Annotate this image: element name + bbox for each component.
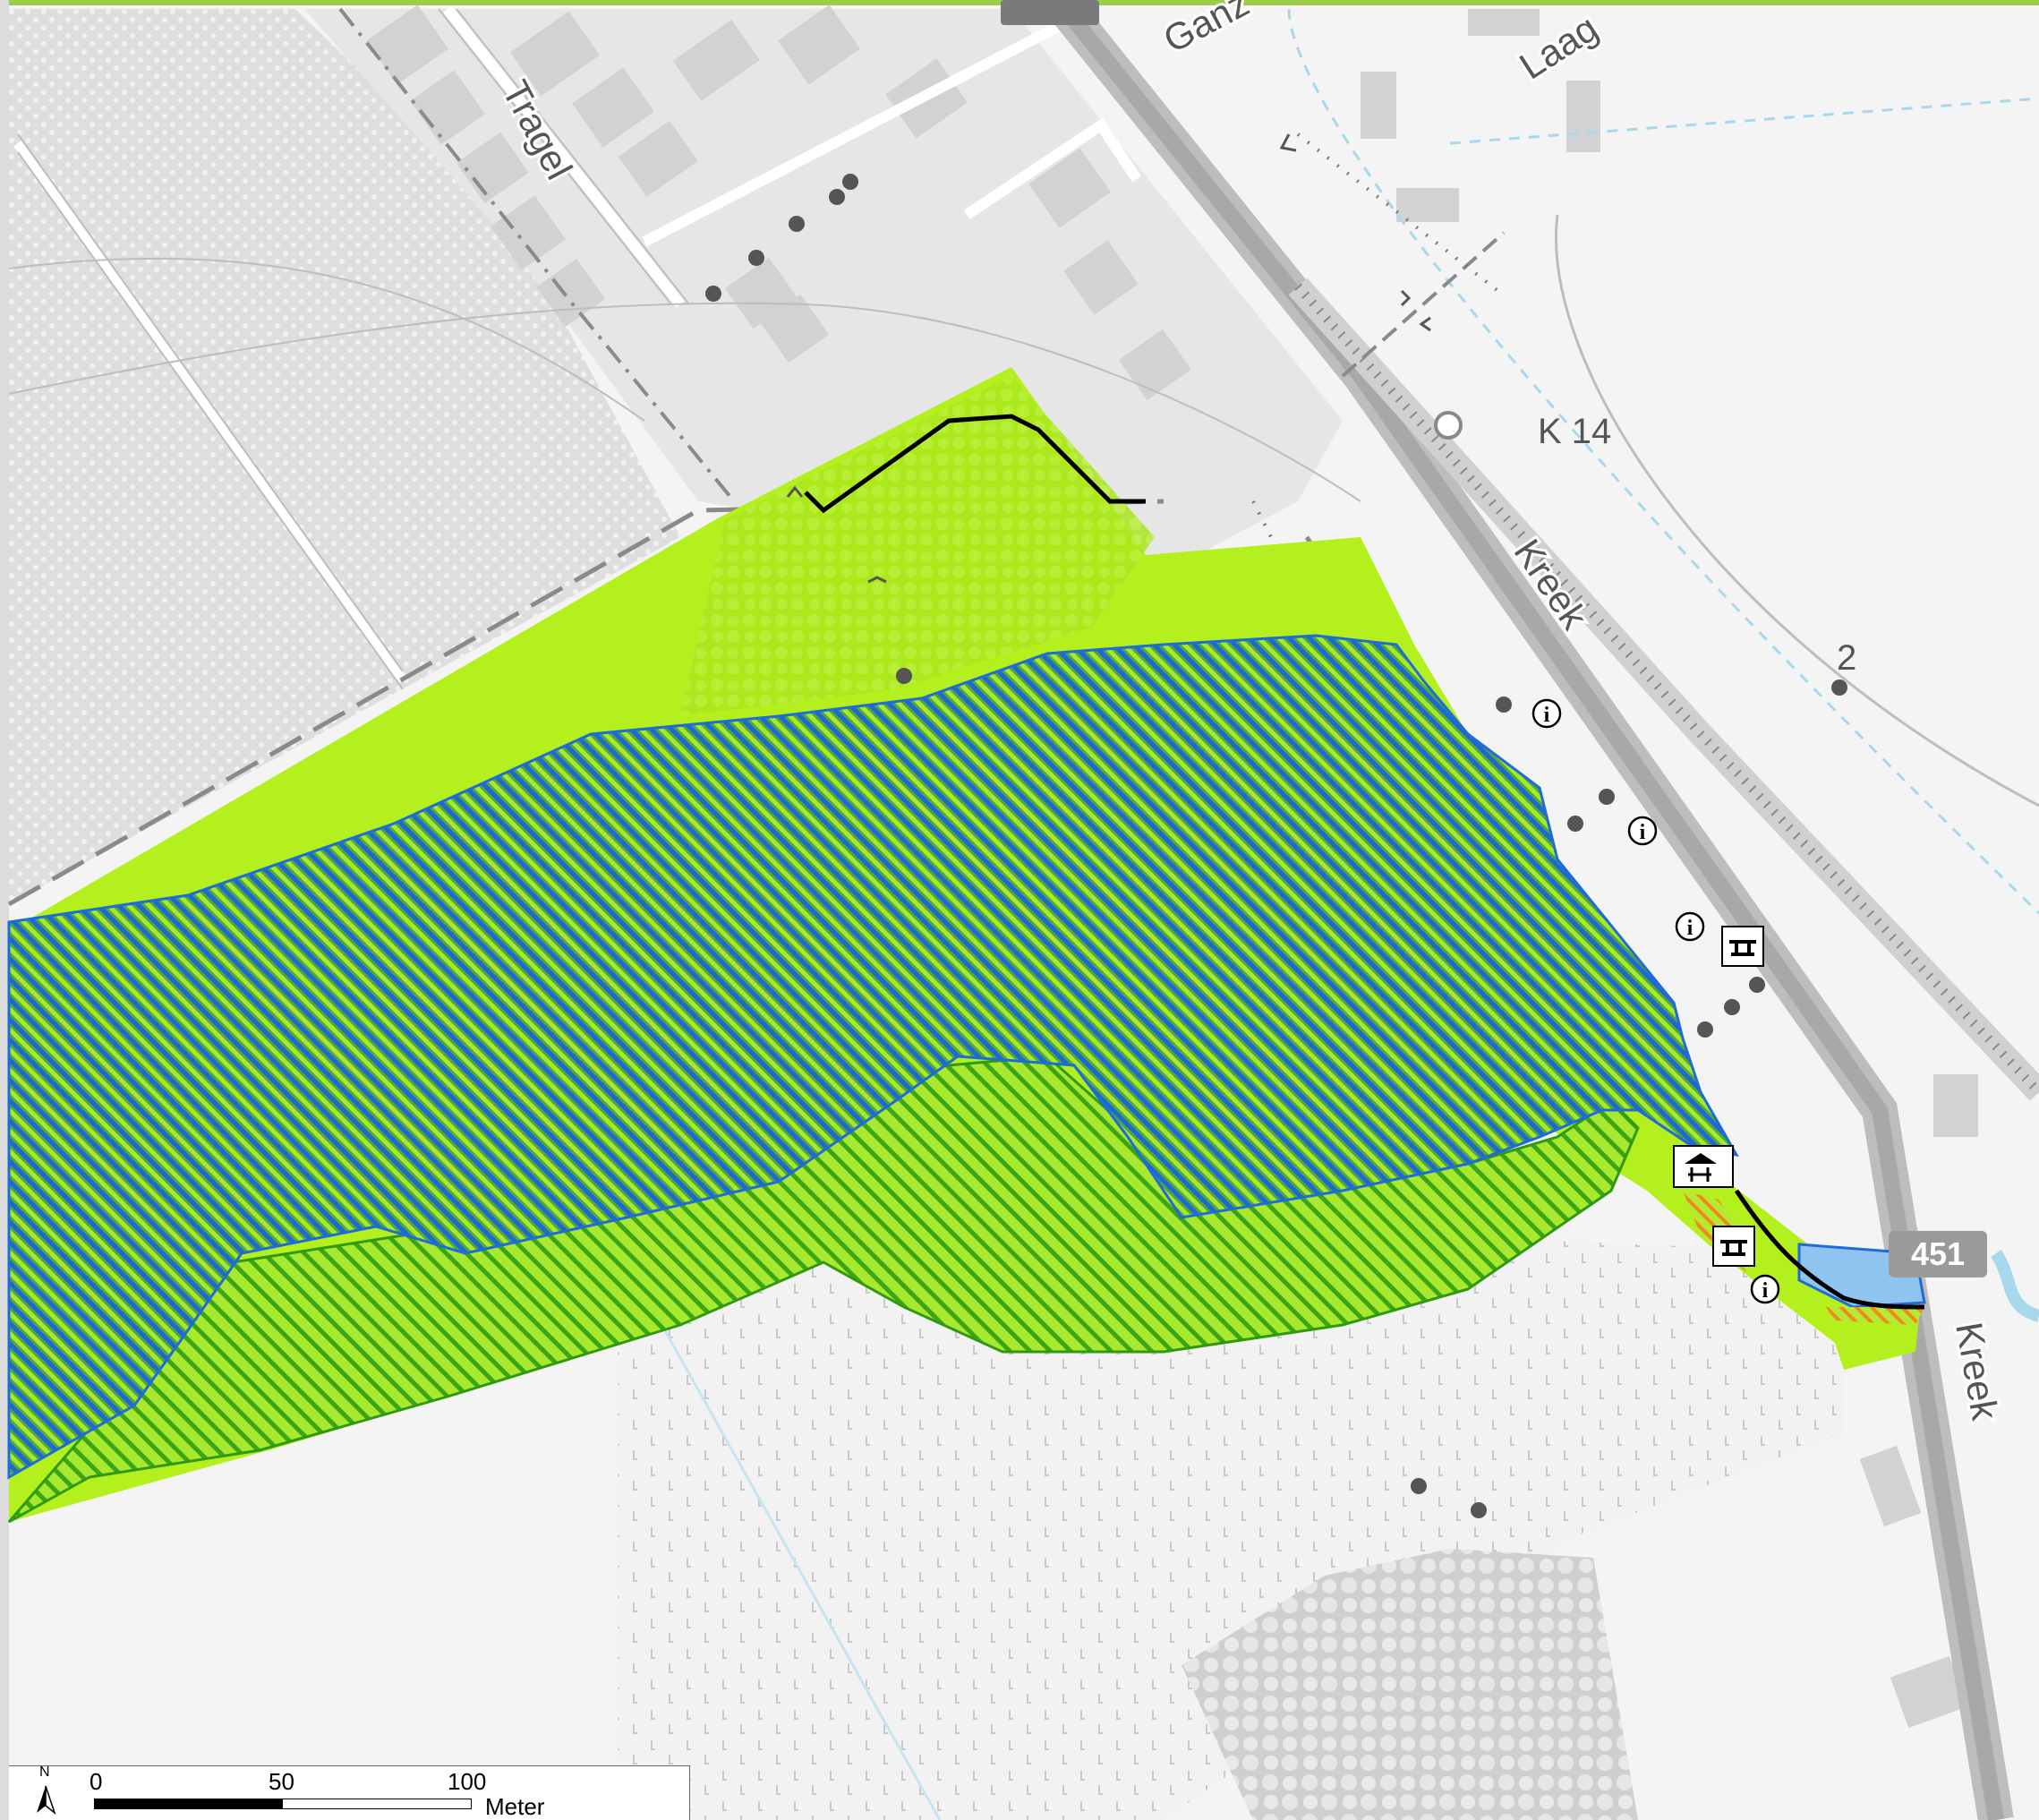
contour-east xyxy=(1555,214,2039,807)
ditch-south xyxy=(625,1261,942,1820)
info-icon-1[interactable]: i xyxy=(1531,698,1562,729)
info-icon-2[interactable]: i xyxy=(1627,816,1658,846)
north-arrow-icon xyxy=(37,1785,56,1816)
svg-text:i: i xyxy=(1544,704,1550,727)
picnic-table-icon-2[interactable] xyxy=(1712,1226,1755,1267)
dot-markers xyxy=(705,174,1847,1518)
scale-label-100: 100 xyxy=(448,1768,487,1795)
nature-area-bubble xyxy=(680,376,1155,716)
shelter-icon[interactable] xyxy=(1673,1145,1734,1188)
local-roads xyxy=(13,4,1141,684)
svg-text:i: i xyxy=(1640,821,1646,844)
picnic-table-icon-1[interactable] xyxy=(1721,926,1764,967)
stream-east xyxy=(1991,1250,2039,1322)
route-line-south xyxy=(1734,1189,1925,1310)
label-k14: K 14 xyxy=(1538,412,1611,451)
viewpoint-icon[interactable] xyxy=(1434,411,1463,440)
hatched-zone-blue xyxy=(7,634,1739,1480)
forest-south xyxy=(618,1155,1844,1820)
scale-unit-label: Meter xyxy=(485,1793,545,1820)
embankment-ticks xyxy=(1294,283,2039,1096)
boundary-dashdot-north xyxy=(338,7,736,503)
cobble-area xyxy=(1182,1549,1638,1820)
local-road-edges xyxy=(8,8,1361,690)
shield-451-text: 451 xyxy=(1911,1235,1965,1272)
route-shield-451: 451 xyxy=(1889,1231,1987,1277)
scale-segment-white xyxy=(282,1799,472,1809)
info-icon-3[interactable]: i xyxy=(1675,911,1705,942)
water-line-east xyxy=(1287,8,2039,915)
scale-label-50: 50 xyxy=(269,1768,294,1795)
north-label: N xyxy=(39,1764,50,1780)
svg-text:i: i xyxy=(1687,917,1693,940)
scale-bar: N 0 50 100 Meter xyxy=(9,1764,690,1820)
orange-hatch-area-2 xyxy=(1826,1307,1924,1325)
info-icon-4[interactable]: i xyxy=(1750,1274,1780,1304)
route-shield-top xyxy=(1001,0,1099,25)
left-border xyxy=(0,0,9,1820)
scale-segment-black xyxy=(94,1799,282,1809)
svg-text:i: i xyxy=(1762,1279,1769,1303)
scale-label-0: 0 xyxy=(90,1768,103,1795)
route-line-north xyxy=(804,414,1146,514)
arrow-markers xyxy=(786,133,1431,584)
label-house-number-2: 2 xyxy=(1837,638,1856,678)
path-dashed-ne xyxy=(1341,231,1506,378)
